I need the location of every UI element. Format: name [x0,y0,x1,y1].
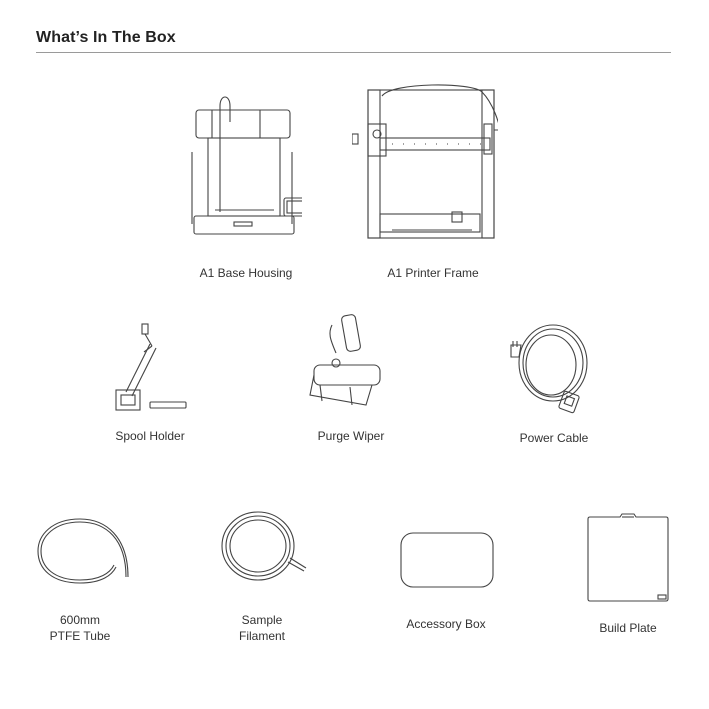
build-plate-icon [587,513,669,602]
power-cable-icon [510,324,588,414]
item-label-ptfe-tube: 600mm PTFE Tube [49,613,111,643]
base-housing-icon [191,96,302,235]
ptfe-tube-icon [37,518,129,584]
item-label-power-cable: Power Cable [519,431,589,445]
sample-filament-icon [221,511,307,581]
item-label-base-housing: A1 Base Housing [199,266,293,280]
section-divider [36,52,671,53]
item-label-printer-frame: A1 Printer Frame [387,266,479,280]
purge-wiper-icon [309,314,381,406]
item-label-purge-wiper: Purge Wiper [317,429,385,443]
accessory-box-icon [400,532,494,588]
item-label-spool-holder: Spool Holder [115,429,185,443]
item-label-build-plate: Build Plate [599,621,657,635]
item-label-sample-filament: Sample Filament [238,613,285,643]
section-title: What’s In The Box [36,29,176,46]
printer-frame-icon [352,84,498,239]
spool-holder-icon [115,323,187,411]
item-label-accessory-box: Accessory Box [406,617,486,631]
